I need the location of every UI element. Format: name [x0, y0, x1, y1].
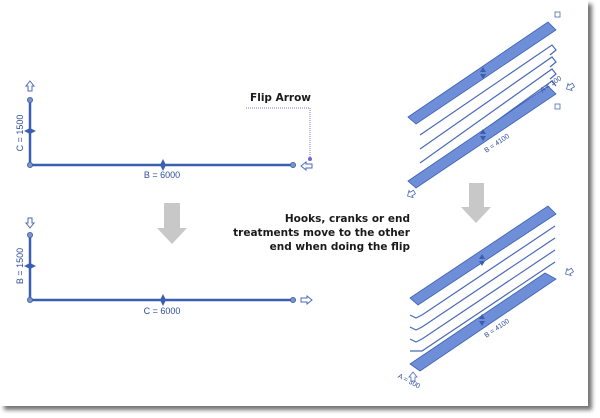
transition-arrow-icon — [461, 183, 491, 223]
lock-toggle-icon[interactable] — [554, 11, 561, 18]
horizontal-dimension: C = 6000 — [144, 306, 181, 316]
flip-arrow-icon[interactable] — [300, 294, 313, 306]
flip-arrow-icon[interactable] — [564, 267, 575, 278]
horizontal-dimension: B = 6000 — [144, 170, 180, 180]
note-line: Hooks, cranks or end — [285, 213, 410, 225]
flip-arrow-callout: Flip Arrow — [246, 92, 312, 161]
lock-toggle-icon[interactable] — [554, 103, 561, 110]
stirrup-line[interactable] — [419, 56, 557, 150]
drag-control[interactable] — [24, 128, 36, 134]
stirrup-set-before-flip: B = 4100 A = 300 — [406, 11, 576, 200]
flip-down-arrow-icon[interactable] — [24, 217, 36, 229]
end-grip[interactable] — [26, 97, 33, 104]
stirrup-line[interactable] — [419, 44, 557, 136]
corner-grip[interactable] — [26, 296, 33, 303]
note-line: end when doing the flip — [270, 241, 411, 253]
drag-control[interactable] — [160, 294, 166, 306]
bar-shape-after-flip: B = 1500 C = 6000 — [15, 217, 313, 316]
transition-arrow-icon — [157, 203, 187, 244]
flip-arrow-label: Flip Arrow — [250, 92, 311, 104]
end-grip[interactable] — [289, 161, 296, 168]
vertical-dimension: B = 1500 — [15, 248, 25, 284]
bar-shape-before-flip: C = 1500 B = 6000 — [15, 80, 313, 180]
corner-grip[interactable] — [26, 161, 33, 168]
end-grip[interactable] — [26, 231, 33, 238]
top-bar[interactable] — [409, 205, 557, 306]
callout-leader — [246, 107, 311, 158]
end-grip[interactable] — [289, 296, 296, 303]
stirrup-line[interactable] — [419, 68, 557, 164]
note-line: treatments move to the other — [233, 227, 411, 239]
flip-arrow-icon[interactable] — [565, 82, 576, 93]
stirrup-line[interactable] — [409, 225, 556, 319]
flip-arrow-icon[interactable] — [408, 371, 418, 382]
top-bar[interactable] — [407, 21, 557, 125]
flip-arrow-icon[interactable] — [300, 160, 313, 172]
flip-note: Hooks, cranks or end treatments move to … — [233, 213, 411, 253]
dimension-a: A = 300 — [396, 373, 421, 390]
stirrup-line[interactable] — [409, 249, 556, 343]
callout-point — [308, 157, 312, 161]
flip-up-arrow-icon[interactable] — [24, 80, 36, 92]
drag-control[interactable] — [160, 159, 166, 171]
flip-arrow-icon[interactable] — [406, 189, 417, 200]
drag-control[interactable] — [24, 263, 36, 269]
vertical-dimension: C = 1500 — [15, 115, 25, 152]
stirrup-set-after-flip: B = 4100 A = 300 — [396, 205, 575, 390]
stirrup-line[interactable] — [409, 237, 556, 331]
stirrup-line[interactable] — [410, 261, 556, 352]
